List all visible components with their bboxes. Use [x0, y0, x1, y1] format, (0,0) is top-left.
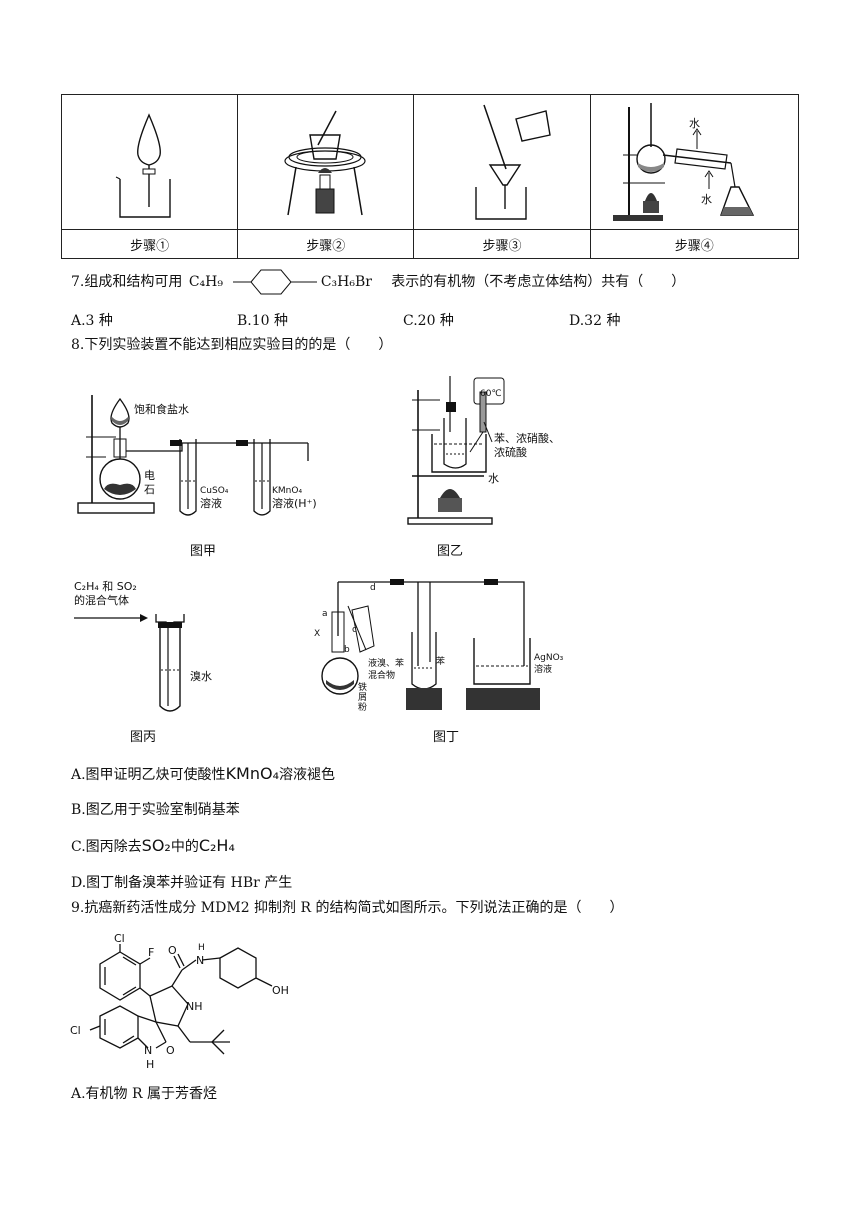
step4-caption: 步骤④ — [589, 229, 800, 259]
q8-option-a-formula: KMnO₄ — [225, 764, 280, 783]
q7-option-c: C.20 种 — [403, 313, 454, 329]
structure-amide-o: O — [168, 944, 177, 957]
q7-formula-right: C₃H₆Br — [320, 274, 372, 290]
iron-label-1: 铁 — [358, 681, 367, 693]
step1-cell — [60, 94, 239, 230]
iron-label-2: 屑 — [358, 692, 367, 703]
gas-label-1: C₂H₄ 和 SO₂ — [74, 580, 137, 593]
structure-lactam-n: N — [144, 1044, 152, 1057]
q8-option-a-prefix: A.图甲证明乙炔可使酸性 — [71, 767, 226, 783]
q8-option-c-formula2: C₂H₄ — [198, 836, 235, 855]
fig-ding-apparatus: d a X c b 液溴、苯 混合物 铁 屑 粉 苯 AgNO₃ 溶液 — [314, 579, 564, 713]
fig-yi-caption: 图乙 — [437, 544, 464, 559]
q7-prefix: 7.组成和结构可用 — [71, 274, 183, 290]
label-x: X — [314, 629, 320, 639]
structure-f: F — [148, 946, 154, 959]
evaporating-dish-illustration — [284, 110, 366, 216]
q8-stem: 8.下列实验装置不能达到相应实验目的的是（ ） — [71, 337, 393, 353]
step1-caption: 步骤① — [60, 229, 239, 259]
fig-yi-apparatus: 60℃ 苯、浓硝酸、 浓硫酸 水 — [407, 376, 560, 525]
steps-table: 水 水 步骤① 步骤② 步骤③ 步骤④ — [60, 94, 800, 259]
structure-cl-top: Cl — [114, 932, 125, 945]
benzene-label: 苯 — [436, 655, 445, 667]
structure-oh: OH — [272, 984, 289, 997]
label-a: a — [322, 609, 328, 619]
benzene-ring-icon — [232, 269, 317, 295]
q9-stem: 9.抗癌新药活性成分 MDM2 抑制剂 R 的结构简式如图所示。下列说法正确的是… — [71, 900, 624, 916]
bath-water-label: 水 — [488, 472, 499, 485]
carbide-label-1: 电 — [144, 469, 155, 482]
q8-option-a: A.图甲证明乙炔可使酸性KMnO₄溶液褪色 — [71, 764, 335, 785]
label-d: d — [370, 583, 376, 593]
gas-label-2: 的混合气体 — [74, 593, 129, 607]
cuso4-label-1: CuSO₄ — [200, 486, 229, 496]
step2-cell — [237, 94, 415, 230]
cuso4-label-2: 溶液 — [200, 496, 222, 510]
fig-jia-apparatus: 饱和食盐水 电 石 CuSO₄ 溶液 KMnO₄ 溶液(H⁺) — [77, 395, 317, 516]
reagents-label-1: 苯、浓硝酸、 — [494, 431, 560, 445]
kmno4-label-2: 溶液(H⁺) — [272, 496, 317, 510]
q7-option-d: D.32 种 — [569, 313, 621, 329]
water-in-label: 水 — [701, 193, 712, 206]
q7-formula: C₄H₉ C₃H₆Br — [187, 269, 387, 295]
reagents-label-2: 浓硫酸 — [494, 445, 527, 459]
q7-stem: 7.组成和结构可用 C₄H₉ C₃H₆Br 表示的有机物（不考虑立体结构）共有（… — [71, 269, 686, 295]
q7-suffix: 表示的有机物（不考虑立体结构）共有（ ） — [391, 274, 686, 290]
bromine-water-label: 溴水 — [190, 669, 212, 683]
structure-cl-left: Cl — [70, 1024, 81, 1037]
q8-option-d: D.图丁制备溴苯并验证有 HBr 产生 — [71, 875, 293, 891]
structure-lactam-o: O — [166, 1044, 175, 1057]
step3-cell — [413, 94, 591, 230]
fig-ding-caption: 图丁 — [433, 730, 460, 745]
mdm2-structure: Cl F H N OH O NH Cl N H O — [70, 932, 289, 1071]
fig-bing-caption: 图丙 — [130, 730, 157, 745]
agno3-label-2: 溶液 — [534, 663, 552, 675]
water-out-label: 水 — [689, 117, 700, 130]
mixture-label-1: 液溴、苯 — [368, 657, 404, 669]
structure-lactam-h: H — [146, 1058, 154, 1071]
carbide-label-2: 石 — [144, 483, 155, 496]
separatory-funnel-illustration — [115, 113, 171, 218]
structure-ring-nh: NH — [186, 1000, 203, 1013]
temperature-label: 60℃ — [480, 389, 502, 399]
q8-option-c-prefix: C.图丙除去 — [71, 839, 142, 855]
fig-bing-apparatus: C₂H₄ 和 SO₂ 的混合气体 溴水 — [74, 580, 212, 712]
step2-caption: 步骤② — [237, 229, 415, 259]
step4-cell: 水 水 — [589, 94, 800, 230]
filtration-illustration — [475, 104, 552, 220]
fig-jia-caption: 图甲 — [190, 544, 217, 559]
q8-option-c-formula1: SO₂ — [141, 836, 171, 855]
agno3-label-1: AgNO₃ — [534, 653, 564, 663]
q8-option-c-mid: 中的 — [170, 839, 199, 855]
q7-option-a: A.3 种 — [71, 313, 113, 329]
step3-caption: 步骤③ — [413, 229, 591, 259]
label-c: c — [352, 625, 357, 635]
q7-option-b: B.10 种 — [237, 313, 289, 329]
q8-option-b: B.图乙用于实验室制硝基苯 — [71, 802, 240, 818]
q8-option-c: C.图丙除去SO₂中的C₂H₄ — [71, 836, 235, 857]
iron-label-3: 粉 — [358, 701, 367, 713]
saltwater-label: 饱和食盐水 — [134, 402, 189, 416]
q7-formula-left: C₄H₉ — [188, 274, 223, 290]
kmno4-label-1: KMnO₄ — [272, 486, 302, 496]
structure-amide-n: N — [196, 954, 204, 967]
structure-amide-h: H — [198, 943, 205, 953]
distillation-illustration: 水 水 — [612, 103, 754, 221]
label-b: b — [344, 645, 350, 655]
q9-option-a: A.有机物 R 属于芳香烃 — [71, 1086, 218, 1102]
q8-option-a-suffix: 溶液褪色 — [279, 767, 336, 783]
mixture-label-2: 混合物 — [368, 669, 395, 681]
